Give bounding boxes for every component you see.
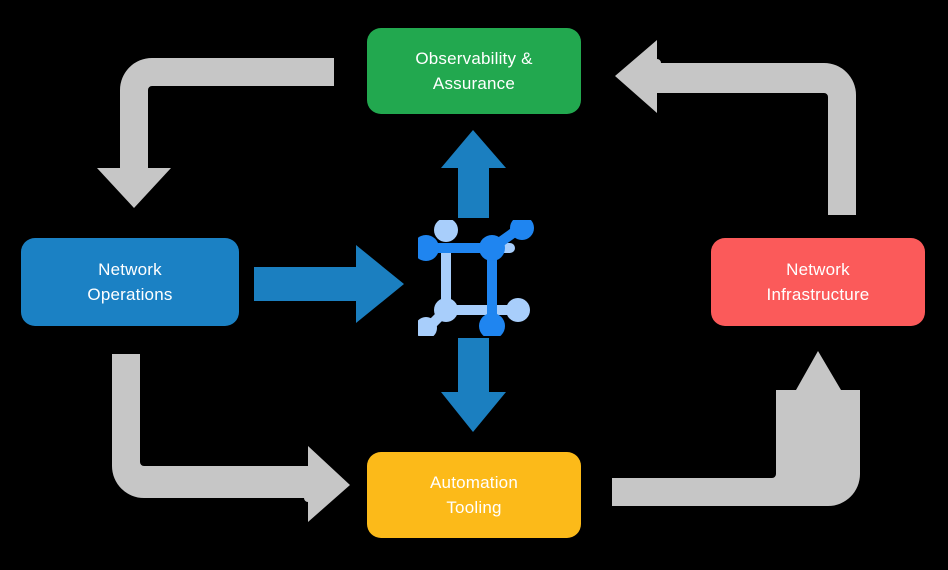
gray-arrow-automation-to-infrastructure: [612, 351, 860, 506]
network-topology-icon: [418, 220, 534, 336]
blue-arrow-operations-to-center: [254, 245, 404, 323]
blue-arrow-center-to-automation: [441, 338, 506, 432]
node-network-operations[interactable]: Network Operations: [21, 238, 239, 326]
gray-arrow-operations-to-automation: [112, 354, 350, 522]
gray-arrow-infrastructure-to-observability: [615, 40, 856, 215]
node-observability-assurance[interactable]: Observability & Assurance: [367, 28, 581, 114]
node-automation-tooling[interactable]: Automation Tooling: [367, 452, 581, 538]
blue-arrow-center-to-observability: [441, 130, 506, 218]
node-network-infrastructure[interactable]: Network Infrastructure: [711, 238, 925, 326]
gray-arrow-observability-to-operations: [97, 58, 334, 208]
